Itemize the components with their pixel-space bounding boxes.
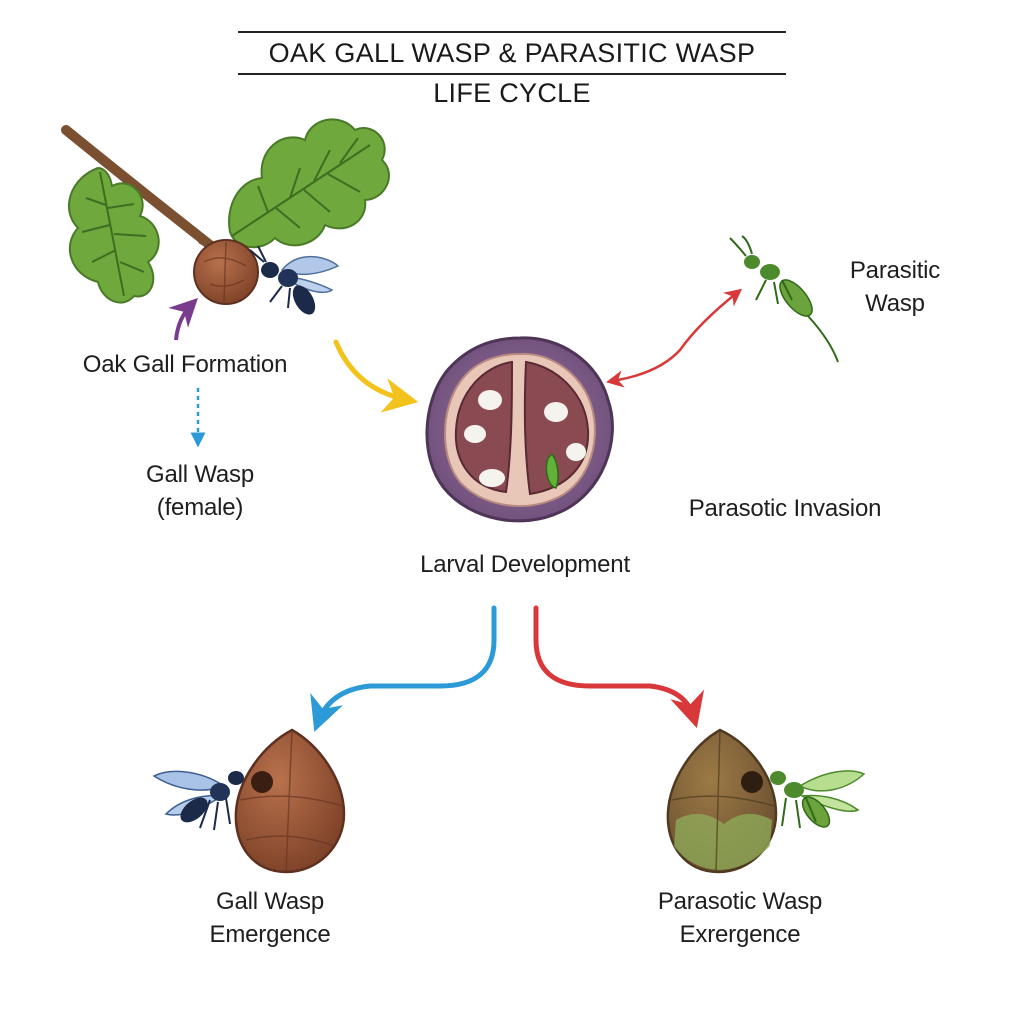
gall-wasp-emergence-illustration	[152, 728, 346, 874]
label-parasitic-wasp-line1: Parasitic	[849, 257, 941, 284]
gall-wasp-female-icon	[249, 245, 340, 315]
oak-branch-illustration	[61, 118, 390, 304]
label-gall-wasp-emergence: Gall Wasp Emergence	[180, 885, 360, 951]
label-gall-wasp-female: Gall Wasp (female)	[120, 458, 280, 524]
label-parasitic-wasp-line2: Wasp	[865, 290, 925, 317]
to-larval-arrow	[333, 339, 419, 413]
label-oak-gall-formation: Oak Gall Formation	[82, 351, 288, 378]
label-parasitic-invasion: Parasotic Invasion	[688, 495, 882, 522]
label-parasitic-wasp: Parasitic Wasp	[830, 254, 960, 320]
label-gall-emergence-line1: Gall Wasp	[215, 888, 324, 915]
title-banner: OAK GALL WASP & PARASITIC WASP LIFE CYCL…	[238, 31, 786, 108]
label-parasitic-emergence-line2: Exrergence	[679, 921, 801, 948]
gall-cross-section	[425, 336, 614, 523]
label-larval-development: Larval Development	[420, 551, 630, 578]
label-parasitic-wasp-emergence: Parasotic Wasp Exrergence	[630, 885, 850, 951]
right-oak-leaf	[228, 118, 390, 249]
parasitic-wasp-icon	[729, 235, 839, 363]
label-gall-emergence-line2: Emergence	[209, 921, 331, 948]
left-oak-leaf	[68, 166, 160, 304]
parasitic-wasp-emergence-illustration	[666, 728, 866, 874]
label-gall-wasp-line1: Gall Wasp	[145, 461, 254, 488]
oak-gall-small	[193, 239, 259, 305]
parasitic-invasion-arrow	[605, 288, 743, 388]
to-parasitic-emergence-arrow	[533, 605, 705, 729]
diagram-title: OAK GALL WASP & PARASITIC WASP LIFE CYCL…	[268, 38, 756, 108]
formation-arrow	[168, 298, 198, 341]
to-gall-emergence-arrow	[310, 605, 497, 732]
label-gall-wasp-line2: (female)	[156, 494, 244, 521]
label-parasitic-emergence-line1: Parasotic Wasp	[657, 888, 823, 915]
